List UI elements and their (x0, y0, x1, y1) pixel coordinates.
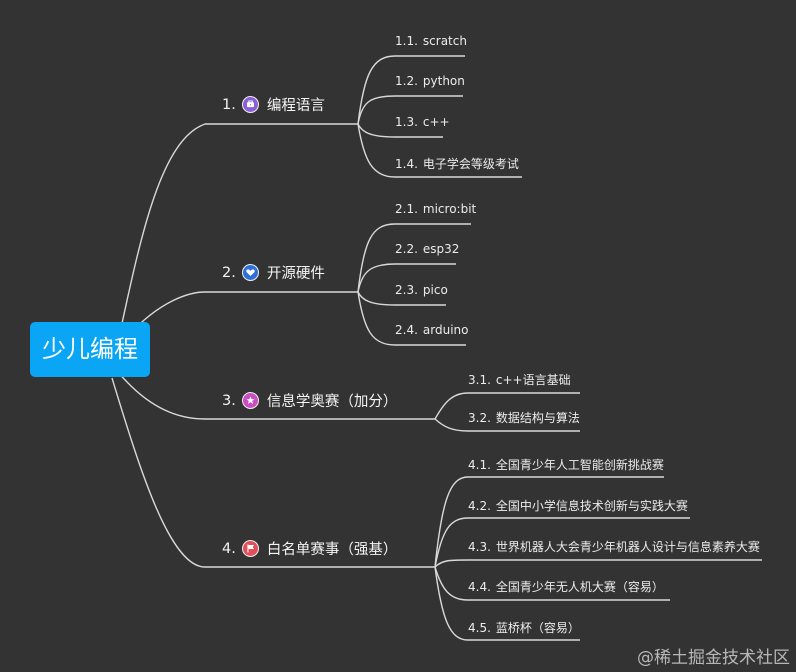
branch-number: 3. (222, 392, 236, 409)
link-4-1 (434, 476, 664, 568)
branch-node-1[interactable]: 1. 编程语言 (222, 94, 325, 115)
watermark: @稀土掘金技术社区 (637, 648, 790, 668)
link-1-1 (357, 55, 465, 125)
leaf-number: 1.2. (395, 74, 418, 88)
leaf-label: micro:bit (422, 202, 477, 216)
leaf-node-1-2[interactable]: 1.2. python (395, 74, 465, 88)
leaf-label: scratch (422, 34, 467, 48)
link-root-2 (125, 291, 358, 339)
link-2-4 (357, 291, 466, 346)
leaf-number: 4.5. (468, 621, 491, 635)
branch-label: 信息学奥赛（加分） (266, 394, 398, 410)
leaf-node-2-3[interactable]: 2.3. pico (395, 283, 448, 297)
link-4-5 (434, 566, 580, 641)
leaf-number: 2.4. (395, 323, 418, 337)
leaf-number: 2.3. (395, 283, 418, 297)
leaf-node-1-1[interactable]: 1.1. scratch (395, 34, 467, 48)
leaf-label: c++ (422, 115, 450, 129)
leaf-label: 世界机器人大会青少年机器人设计与信息素养大赛 (495, 540, 760, 554)
briefcase-icon (241, 96, 259, 113)
branch-label: 开源硬件 (266, 266, 325, 282)
link-1-4 (357, 123, 522, 178)
leaf-number: 4.1. (468, 458, 491, 472)
branch-number: 4. (222, 540, 236, 557)
link-4-4 (434, 566, 670, 601)
leaf-label: 全国中小学信息技术创新与实践大赛 (495, 499, 688, 513)
leaf-node-1-4[interactable]: 1.4. 电子学会等级考试 (395, 155, 519, 172)
leaf-number: 3.1. (468, 373, 491, 387)
leaf-node-4-3[interactable]: 4.3. 世界机器人大会青少年机器人设计与信息素养大赛 (468, 538, 760, 555)
leaf-number: 1.3. (395, 115, 418, 129)
link-root-4 (111, 377, 435, 568)
leaf-label: esp32 (422, 242, 460, 256)
branch-number: 2. (222, 264, 236, 281)
leaf-node-4-5[interactable]: 4.5. 蓝桥杯（容易） (468, 619, 580, 636)
leaf-node-3-1[interactable]: 3.1. c++语言基础 (468, 371, 571, 388)
leaf-label: pico (422, 283, 448, 297)
leaf-node-4-4[interactable]: 4.4. 全国青少年无人机大赛（容易） (468, 578, 664, 595)
leaf-number: 1.1. (395, 34, 418, 48)
leaf-number: 4.3. (468, 540, 491, 554)
leaf-node-1-3[interactable]: 1.3. c++ (395, 115, 450, 129)
link-3-2 (434, 418, 580, 432)
leaf-label: 全国青少年无人机大赛（容易） (495, 580, 664, 594)
leaf-number: 4.2. (468, 499, 491, 513)
link-3-1 (434, 392, 580, 420)
leaf-number: 4.4. (468, 580, 491, 594)
branch-number: 1. (222, 96, 236, 113)
leaf-node-2-1[interactable]: 2.1. micro:bit (395, 202, 476, 216)
leaf-label: 数据结构与算法 (495, 411, 580, 425)
leaf-node-4-2[interactable]: 4.2. 全国中小学信息技术创新与实践大赛 (468, 497, 688, 514)
leaf-node-2-4[interactable]: 2.4. arduino (395, 323, 469, 337)
leaf-number: 2.1. (395, 202, 418, 216)
leaf-label: python (422, 74, 465, 88)
leaf-label: c++语言基础 (495, 373, 571, 387)
leaf-label: 全国青少年人工智能创新挑战赛 (495, 458, 664, 472)
link-1-3 (357, 123, 443, 138)
branch-label: 白名单赛事（强基） (266, 542, 398, 558)
leaf-node-4-1[interactable]: 4.1. 全国青少年人工智能创新挑战赛 (468, 456, 664, 473)
link-4-2 (434, 517, 690, 568)
branch-node-3[interactable]: 3. 信息学奥赛（加分） (222, 390, 397, 411)
star-icon (241, 392, 259, 409)
link-root-1 (117, 123, 358, 343)
flag-icon (241, 540, 259, 557)
link-4-3 (434, 559, 762, 568)
leaf-number: 1.4. (395, 157, 418, 171)
heart-icon (241, 264, 259, 281)
leaf-label: 电子学会等级考试 (422, 157, 519, 171)
branch-node-2[interactable]: 2. 开源硬件 (222, 262, 325, 283)
branch-node-4[interactable]: 4. 白名单赛事（强基） (222, 538, 397, 559)
link-2-3 (357, 291, 446, 306)
branch-label: 编程语言 (266, 98, 325, 114)
leaf-node-2-2[interactable]: 2.2. esp32 (395, 242, 459, 256)
link-1-2 (357, 95, 463, 125)
link-root-3 (117, 371, 435, 420)
link-2-1 (357, 223, 471, 293)
root-node[interactable]: 少儿编程 (30, 322, 150, 377)
link-2-2 (357, 263, 456, 293)
leaf-label: arduino (422, 323, 469, 337)
leaf-number: 3.2. (468, 411, 491, 425)
leaf-label: 蓝桥杯（容易） (495, 621, 580, 635)
leaf-number: 2.2. (395, 242, 418, 256)
leaf-node-3-2[interactable]: 3.2. 数据结构与算法 (468, 409, 580, 426)
